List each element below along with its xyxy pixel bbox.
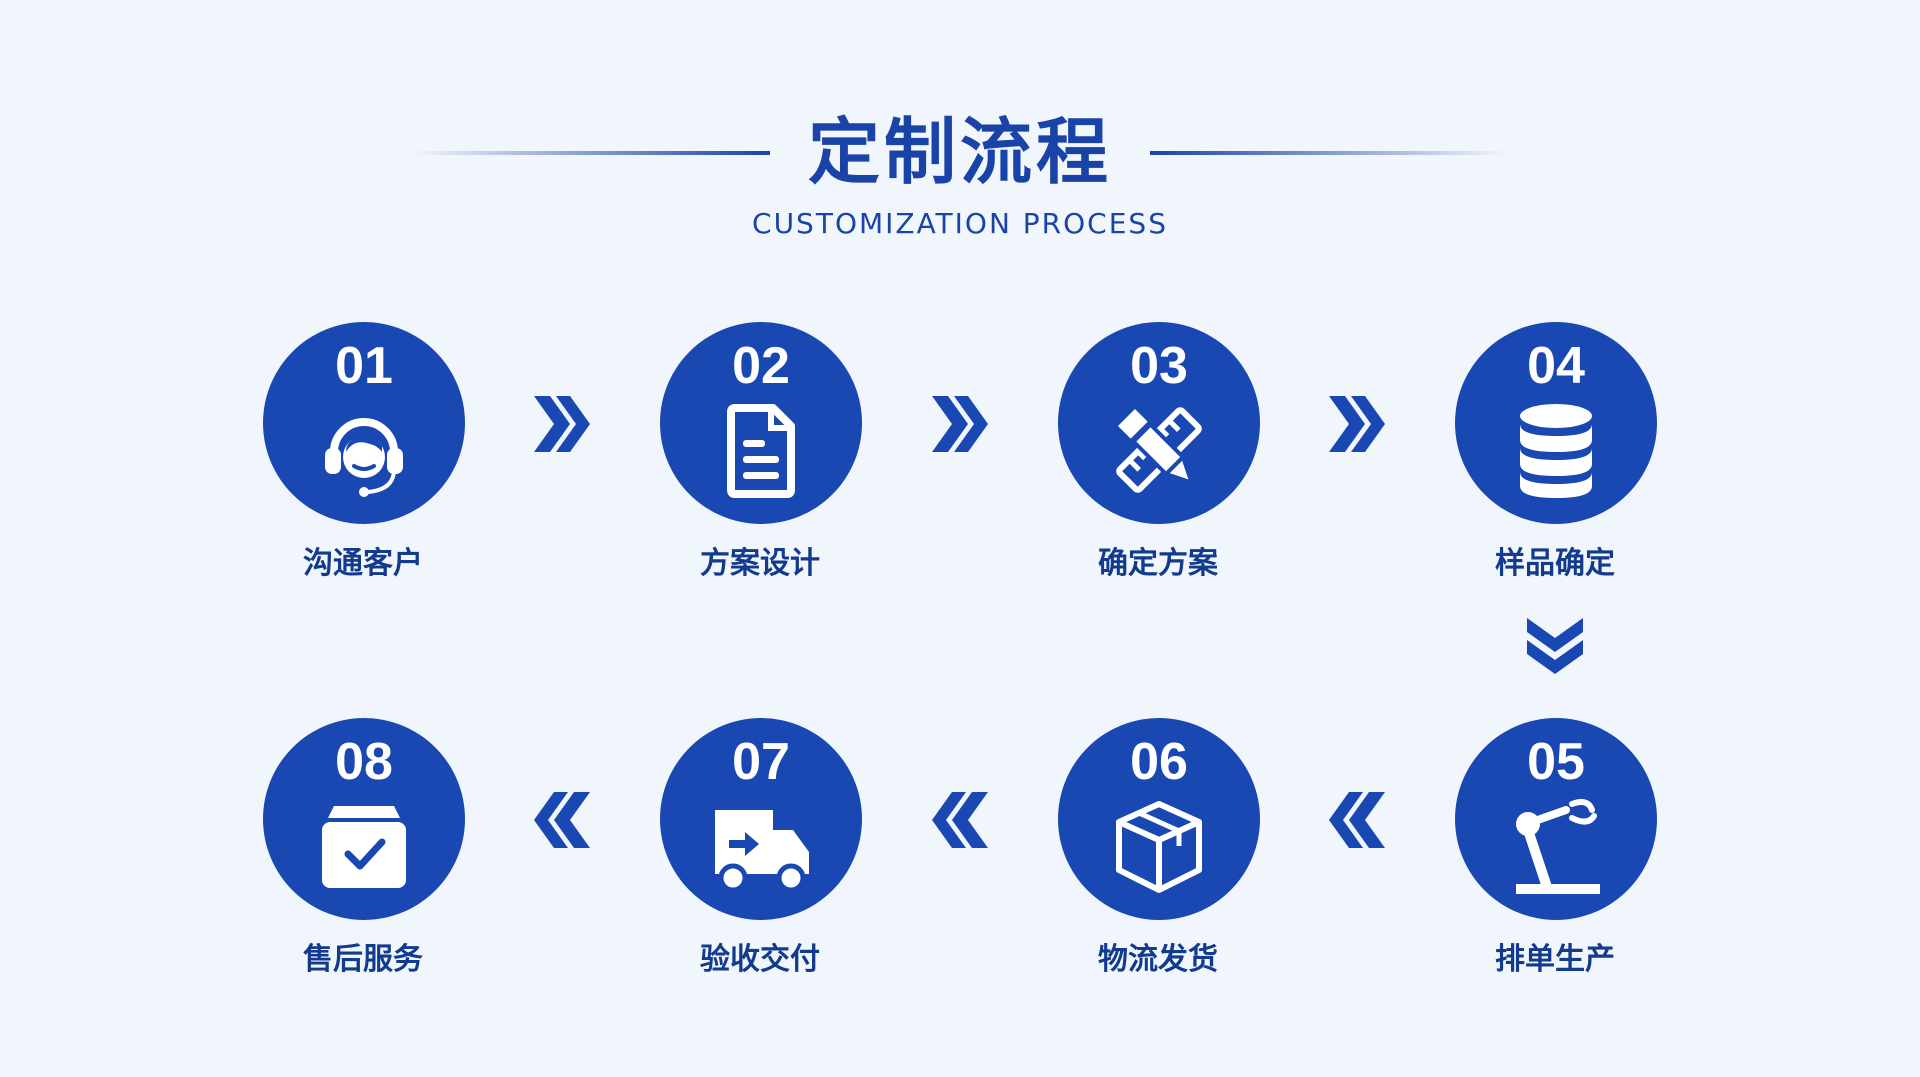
- chevron-right-icon: [534, 396, 590, 452]
- step-07: 07 验收交付: [610, 718, 910, 988]
- step-label: 方案设计: [700, 546, 820, 581]
- step-01: 01 沟通客户: [213, 322, 513, 592]
- step-06: 06 物流发货: [1008, 718, 1308, 988]
- step-circle: 05: [1455, 718, 1657, 920]
- step-number: 02: [732, 337, 790, 395]
- package-box-icon: [1116, 801, 1202, 893]
- step-circle: 06: [1058, 718, 1260, 920]
- chevron-left-icon: [1329, 792, 1385, 848]
- chevron-down-icon: [1527, 618, 1583, 674]
- step-number: 06: [1130, 733, 1188, 791]
- step-circle: 04: [1455, 322, 1657, 524]
- step-05: 05 排单生产: [1405, 718, 1705, 988]
- step-02: 02 方案设计: [610, 322, 910, 592]
- customer-service-icon: [325, 418, 403, 497]
- checked-box-icon: [322, 806, 406, 888]
- step-circle: 02: [660, 322, 862, 524]
- step-number: 03: [1130, 337, 1188, 395]
- step-number: 05: [1527, 733, 1585, 791]
- robot-arm-icon: [1516, 799, 1600, 894]
- step-number: 01: [335, 337, 393, 395]
- chevron-left-icon: [932, 792, 988, 848]
- step-label: 物流发货: [1098, 942, 1218, 977]
- title-rule-left: [410, 151, 770, 155]
- step-circle: 03: [1058, 322, 1260, 524]
- chevron-right-icon: [932, 396, 988, 452]
- step-label: 排单生产: [1495, 942, 1615, 977]
- step-circle: 01: [263, 322, 465, 524]
- page-subtitle: CUSTOMIZATION PROCESS: [752, 207, 1168, 240]
- step-04: 04 样品确定: [1405, 322, 1705, 592]
- step-label: 确定方案: [1098, 546, 1218, 581]
- document-icon: [727, 404, 795, 498]
- chevron-left-icon: [534, 792, 590, 848]
- delivery-truck-icon: [715, 810, 809, 893]
- database-stack-icon: [1520, 404, 1592, 498]
- step-08: 08 售后服务: [213, 718, 513, 988]
- chevron-right-icon: [1329, 396, 1385, 452]
- step-label: 售后服务: [303, 942, 423, 977]
- pencil-ruler-icon: [1116, 407, 1202, 493]
- title-rule-right: [1150, 151, 1510, 155]
- step-number: 07: [732, 733, 790, 791]
- step-label: 验收交付: [700, 942, 820, 977]
- step-number: 08: [335, 733, 393, 791]
- step-label: 样品确定: [1495, 546, 1615, 581]
- page-title: 定制流程: [807, 110, 1112, 194]
- step-number: 04: [1527, 337, 1585, 395]
- step-label: 沟通客户: [303, 546, 423, 581]
- step-circle: 07: [660, 718, 862, 920]
- step-03: 03 确定方案: [1008, 322, 1308, 592]
- step-circle: 08: [263, 718, 465, 920]
